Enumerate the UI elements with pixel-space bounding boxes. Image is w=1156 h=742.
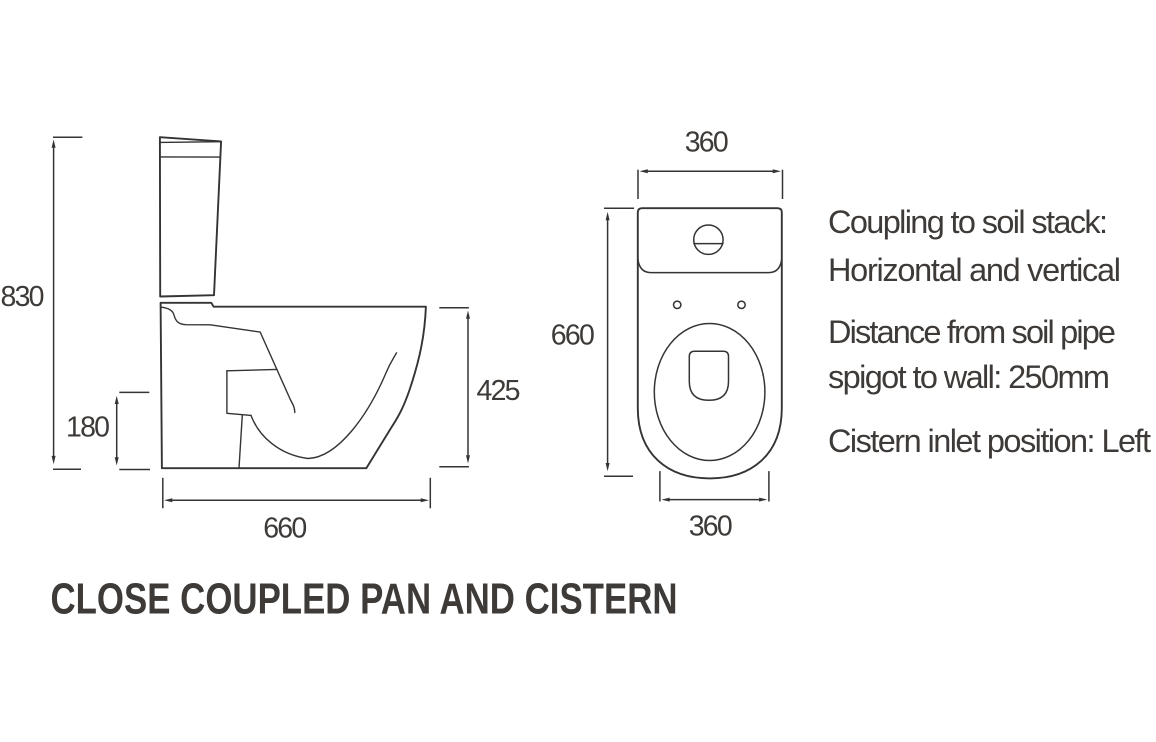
svg-text:660: 660 bbox=[263, 512, 307, 544]
svg-text:Distance from soil pipe: Distance from soil pipe bbox=[828, 314, 1116, 350]
svg-text:660: 660 bbox=[551, 319, 595, 351]
svg-text:Cistern inlet position: Left: Cistern inlet position: Left bbox=[828, 423, 1151, 459]
svg-text:Coupling to soil stack:: Coupling to soil stack: bbox=[828, 204, 1108, 240]
svg-text:Horizontal and vertical: Horizontal and vertical bbox=[828, 252, 1121, 288]
svg-text:spigot to wall: 250mm: spigot to wall: 250mm bbox=[828, 359, 1110, 395]
svg-text:830: 830 bbox=[1, 281, 45, 313]
svg-text:425: 425 bbox=[477, 375, 521, 407]
svg-text:360: 360 bbox=[689, 511, 733, 543]
svg-text:CLOSE COUPLED PAN AND CISTERN: CLOSE COUPLED PAN AND CISTERN bbox=[51, 576, 678, 624]
svg-text:360: 360 bbox=[685, 126, 729, 158]
svg-text:180: 180 bbox=[66, 412, 110, 444]
